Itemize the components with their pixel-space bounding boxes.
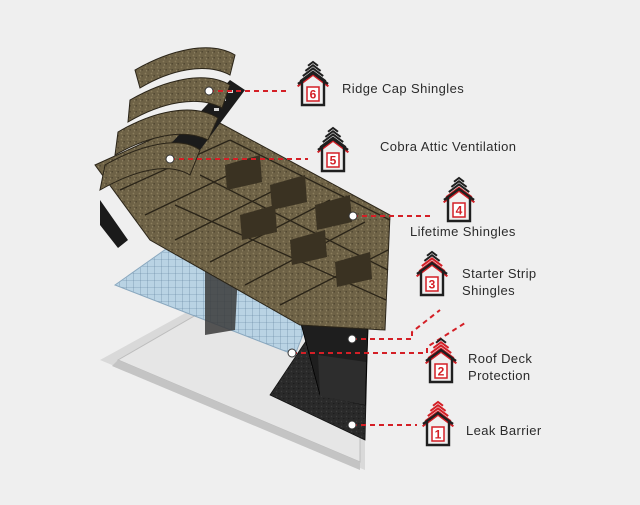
number-box (306, 86, 320, 102)
label-lifetime-shingles: Lifetime Shingles (410, 224, 516, 239)
leader-dot-2 (287, 348, 297, 358)
starter-strip-layer (299, 309, 369, 406)
roof-chevron (429, 403, 447, 412)
house-outline (317, 137, 349, 173)
number-box (434, 363, 448, 379)
house-icon-3: 3 (416, 250, 448, 297)
leader-dot-3 (347, 334, 357, 344)
house-icon-6: 6 (297, 60, 329, 107)
leader-dots (165, 86, 358, 430)
layer-number: 6 (310, 88, 317, 102)
roof-chevron (450, 179, 468, 188)
leader-dot-1 (347, 420, 357, 430)
house-outline (443, 187, 475, 223)
roof-chevron (322, 133, 344, 143)
roof-chevron (307, 60, 319, 67)
roof-chevron (430, 344, 452, 354)
roof-chevron (432, 400, 444, 407)
house-icon-1: 1 (422, 400, 454, 447)
number-box (425, 276, 439, 292)
label-leak-barrier: Leak Barrier (466, 423, 542, 438)
roof-chevron (302, 67, 324, 77)
layer-number: 2 (438, 365, 445, 379)
label-cobra-attic-ventilation: Cobra Attic Ventilation (380, 139, 517, 154)
layer-number: 3 (429, 278, 436, 292)
leader-dot-5 (165, 154, 175, 164)
layer-number: 1 (435, 428, 442, 442)
layer-number: 4 (456, 204, 463, 218)
house-outline (416, 261, 448, 297)
roof-chevron (426, 250, 438, 257)
number-box (431, 426, 445, 442)
label-roof-deck-protection: Roof Deck Protection (468, 351, 533, 383)
roof-chevron (304, 63, 322, 72)
leader-line-3 (352, 309, 441, 340)
house-outline (297, 71, 329, 107)
roof-chevron (327, 126, 339, 133)
house-icon-2: 2 (425, 337, 457, 384)
house-outline (422, 411, 454, 447)
roof-chevron (421, 257, 443, 267)
number-box (326, 152, 340, 168)
ridge-cap-shingles-layer (99, 47, 236, 248)
house-icon-5: 5 (317, 126, 349, 173)
roof-chevron (432, 340, 450, 349)
roof-chevron (448, 183, 470, 193)
house-outline (425, 348, 457, 384)
number-box (452, 202, 466, 218)
leader-line-2 (292, 322, 466, 354)
roof-chevron (435, 337, 447, 344)
roof-chevron (453, 176, 465, 183)
label-starter-strip-shingles: Starter Strip Shingles (462, 266, 537, 298)
roof-chevron (423, 253, 441, 262)
layer-number: 5 (330, 154, 337, 168)
leader-dot-6 (204, 86, 214, 96)
label-ridge-cap-shingles: Ridge Cap Shingles (342, 81, 465, 96)
leader-lines (170, 90, 466, 426)
roof-chevron (427, 407, 449, 417)
house-icon-4: 4 (443, 176, 475, 223)
leader-dot-4 (348, 211, 358, 221)
roof-chevron (324, 129, 342, 138)
